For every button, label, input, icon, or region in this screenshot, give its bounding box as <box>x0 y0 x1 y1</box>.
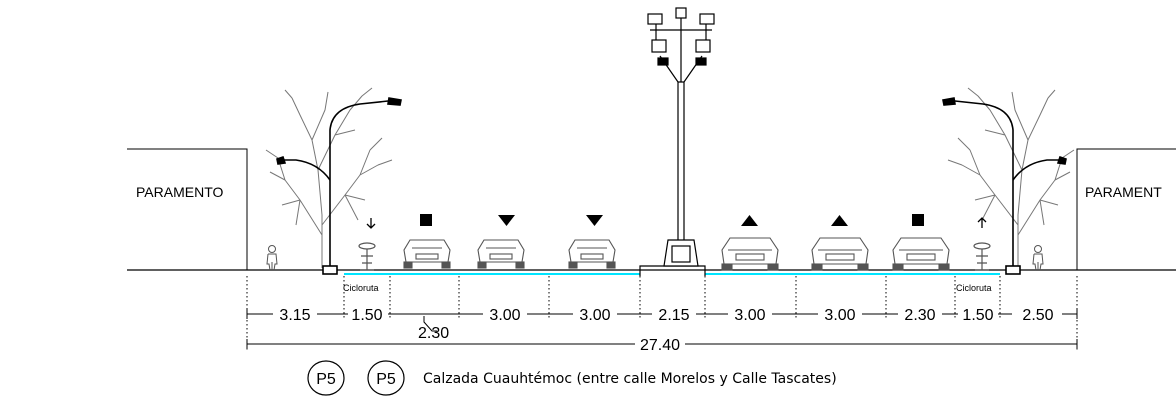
dimension-labels: 3.15 1.50 3.00 3.00 2.15 3.00 3.00 2.30 … <box>273 305 1062 324</box>
central-mast-light <box>647 7 715 267</box>
parking-square-icon <box>912 214 924 226</box>
pedestrian-left <box>266 245 278 271</box>
dim-label-7: 3.00 <box>824 307 855 324</box>
streetlight-right <box>942 97 1067 275</box>
pedestrian-right <box>1032 245 1044 271</box>
triangle-up-icon <box>741 215 758 226</box>
streetlight-left <box>276 97 402 275</box>
paramento-left-label: PARAMENTO <box>136 184 223 200</box>
badge-2-text: P5 <box>376 371 396 388</box>
cicloruta-left-label: Cicloruta <box>343 283 379 293</box>
tree-right <box>947 87 1075 268</box>
offset-label: 2.30 <box>418 325 449 342</box>
section-badge-2: P5 <box>367 360 405 396</box>
lane-markers <box>420 214 924 226</box>
cicloruta-right-label: Cicloruta <box>956 283 992 293</box>
tree-left <box>265 87 393 268</box>
right-facade <box>1076 148 1176 270</box>
dim-label-3: 3.00 <box>489 307 520 324</box>
dim-label-10: 2.50 <box>1022 307 1053 324</box>
paramento-right-label: PARAMENT <box>1085 184 1162 200</box>
car-lane-3 <box>721 237 779 271</box>
section-badge-1: P5 <box>307 360 345 396</box>
car-lane-4 <box>811 237 869 271</box>
car-parking-left <box>403 239 451 269</box>
dim-label-9: 1.50 <box>962 307 993 324</box>
central-median <box>639 265 706 276</box>
parking-square-icon <box>420 214 432 226</box>
caption-text: Calzada Cuauhtémoc (entre calle Morelos … <box>423 371 837 387</box>
offset-leader <box>423 316 437 332</box>
car-parking-right <box>892 237 950 271</box>
dim-label-4: 3.00 <box>579 307 610 324</box>
car-lane-2 <box>568 239 616 269</box>
bike-arrow-up-icon <box>977 217 987 228</box>
dim-label-5: 2.15 <box>658 307 689 324</box>
left-facade <box>127 148 248 270</box>
triangle-up-icon <box>831 215 848 226</box>
triangle-down-icon <box>586 215 603 226</box>
dim-label-1: 3.15 <box>279 307 310 324</box>
section-dividers <box>246 276 1078 350</box>
total-dimension-label: 27.40 <box>640 337 680 354</box>
bicycle-left <box>358 242 376 271</box>
triangle-down-icon <box>498 215 515 226</box>
car-lane-1 <box>477 239 525 269</box>
dim-label-2: 1.50 <box>351 307 382 324</box>
badge-1-text: P5 <box>316 371 336 388</box>
bike-arrow-down-icon <box>366 218 376 229</box>
dim-label-8: 2.30 <box>904 307 935 324</box>
bicycle-right <box>973 242 991 271</box>
dim-label-6: 3.00 <box>734 307 765 324</box>
